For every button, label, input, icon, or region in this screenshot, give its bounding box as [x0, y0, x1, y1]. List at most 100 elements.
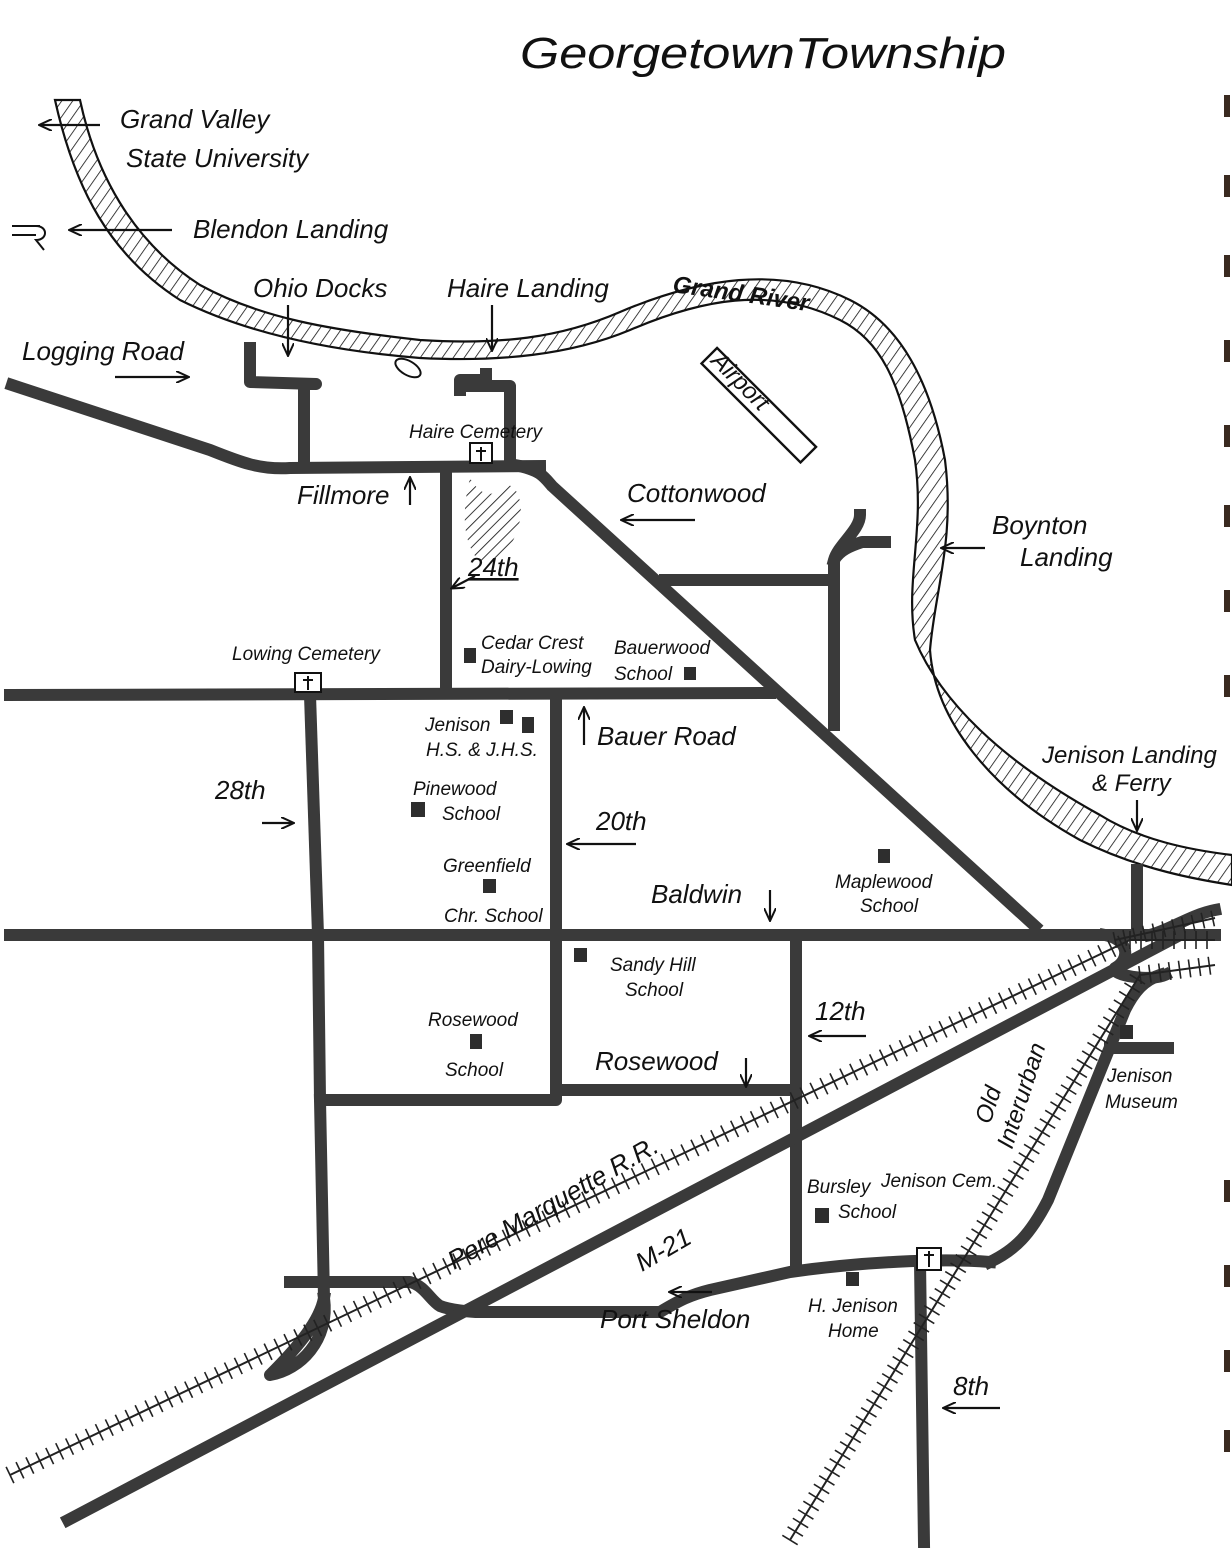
label-logging-road: Logging Road: [22, 336, 185, 366]
label-greenfield-2: Chr. School: [444, 906, 543, 927]
railroad-tie: [1055, 1092, 1072, 1104]
railroad-tie: [45, 1447, 55, 1465]
railroad-tie: [850, 1423, 867, 1435]
jenison-jhs-building: [522, 717, 534, 733]
railroad-tie: [787, 1526, 804, 1537]
railroad-tie: [739, 1115, 750, 1133]
label-rosewood-school-2: School: [445, 1060, 504, 1081]
railroad-tie: [1207, 956, 1212, 975]
label-jenison-cem: Jenison Cem.: [880, 1171, 997, 1192]
railroad-tie: [868, 1054, 879, 1071]
railroad-tie: [213, 1366, 224, 1384]
label-lowing-cemetery: Lowing Cemetery: [232, 644, 381, 665]
railroad-tie: [929, 1296, 946, 1308]
railroad-tie: [551, 1205, 561, 1223]
railroad-tie: [887, 1364, 904, 1376]
railroad-tie: [541, 1210, 551, 1228]
railroad-tie: [991, 1194, 1009, 1206]
lowing-cemetery-icon: [294, 672, 322, 693]
haire-cemetery-icon: [469, 442, 493, 464]
label-haire-cemetery: Haire Cemetery: [409, 422, 544, 443]
railroad-tie: [948, 1016, 958, 1034]
railroad-tie: [412, 1272, 422, 1290]
railroad-tie: [859, 1058, 869, 1076]
railroad-tie: [1077, 954, 1087, 972]
railroad-tie: [1023, 1143, 1040, 1155]
railroad-tie: [64, 1438, 75, 1456]
railroad-tie: [1007, 987, 1018, 1005]
railroad-tie: [808, 1492, 825, 1503]
railroad-tie: [1071, 1067, 1088, 1079]
ferry-spur-track: [1114, 917, 1216, 941]
railroad-tie: [878, 1049, 889, 1067]
railroad-tie: [813, 1483, 830, 1495]
railroad-tie: [442, 1257, 452, 1275]
railroad-tie: [352, 1300, 363, 1318]
railroad-tie: [1210, 910, 1216, 927]
railroad-tie: [1112, 932, 1118, 948]
label-cedar-crest-2: Dairy-Lowing: [481, 657, 592, 678]
railroad-tie: [263, 1343, 273, 1361]
railroad-tie: [913, 1321, 930, 1333]
label-blendon-landing: Blendon Landing: [193, 214, 389, 244]
railroad-tie: [1017, 982, 1028, 1000]
railroad-tie: [939, 1279, 956, 1291]
railroad-tie: [491, 1234, 501, 1252]
railroad-tie: [1037, 973, 1047, 991]
label-pinewood-1: Pinewood: [413, 779, 498, 800]
railroad-tie: [1108, 1007, 1125, 1019]
railroad-tie: [402, 1276, 412, 1294]
railroad-tie: [1132, 927, 1138, 944]
railroad-tie: [104, 1419, 114, 1437]
railroad-tie: [84, 1428, 95, 1446]
buildings: [411, 648, 1133, 1286]
railroad-tie: [382, 1286, 392, 1304]
label-baldwin: Baldwin: [651, 879, 742, 909]
bauerwood-school-building: [684, 667, 696, 680]
label-haire-landing: Haire Landing: [447, 273, 609, 303]
label-airport: Airport: [704, 346, 775, 417]
railroad-tie: [818, 1475, 835, 1486]
railroad-tie: [521, 1219, 531, 1237]
railroad-tie: [1124, 982, 1141, 994]
railroad-tie: [928, 1025, 938, 1043]
railroad-tie: [690, 1139, 700, 1157]
direction-arrows: [40, 125, 1137, 1408]
label-12th: 12th: [815, 996, 866, 1026]
railroad-tie: [802, 1500, 820, 1512]
railroad-tie: [313, 1319, 323, 1337]
railroad-tie: [1076, 1058, 1093, 1070]
railroad-tie: [981, 1211, 998, 1223]
railroad-tie: [1050, 1101, 1067, 1113]
railroad-tie: [1034, 1126, 1051, 1138]
label-28th: 28th: [214, 775, 266, 805]
railroad-tracks[interactable]: [5, 910, 1216, 1546]
railroad-tie: [1067, 959, 1077, 977]
railroad-tie: [124, 1409, 134, 1427]
railroad-tie: [855, 1415, 872, 1427]
railroad-tie: [1180, 916, 1186, 933]
railroad-tie: [1102, 1016, 1120, 1028]
railroad-tie: [243, 1352, 253, 1370]
railroad-tie: [571, 1196, 581, 1214]
railroad-tie: [834, 1449, 851, 1461]
labels: GeorgetownTownship Grand Valley State Un…: [22, 29, 1217, 1401]
railroad-tie: [1060, 1084, 1077, 1096]
railroad-tie: [968, 1006, 978, 1024]
map-title: GeorgetownTownship: [520, 29, 1006, 78]
railroad-tie: [680, 1144, 690, 1162]
railroad-tie: [823, 1466, 841, 1478]
jenison-hs-building: [500, 710, 513, 724]
railroad-tie: [1141, 925, 1147, 942]
cedar-crest-building: [464, 648, 476, 663]
railroad-tie: [918, 1030, 928, 1048]
railroad-tie: [1167, 962, 1172, 981]
railroad-tie: [809, 1082, 819, 1100]
railroad-tie: [955, 1253, 972, 1265]
railroad-tie: [203, 1371, 214, 1389]
airport-runway: [699, 346, 818, 465]
railroad-tie: [1177, 960, 1182, 979]
railroad-tie: [849, 1063, 859, 1081]
railroad-tie: [960, 1245, 977, 1257]
